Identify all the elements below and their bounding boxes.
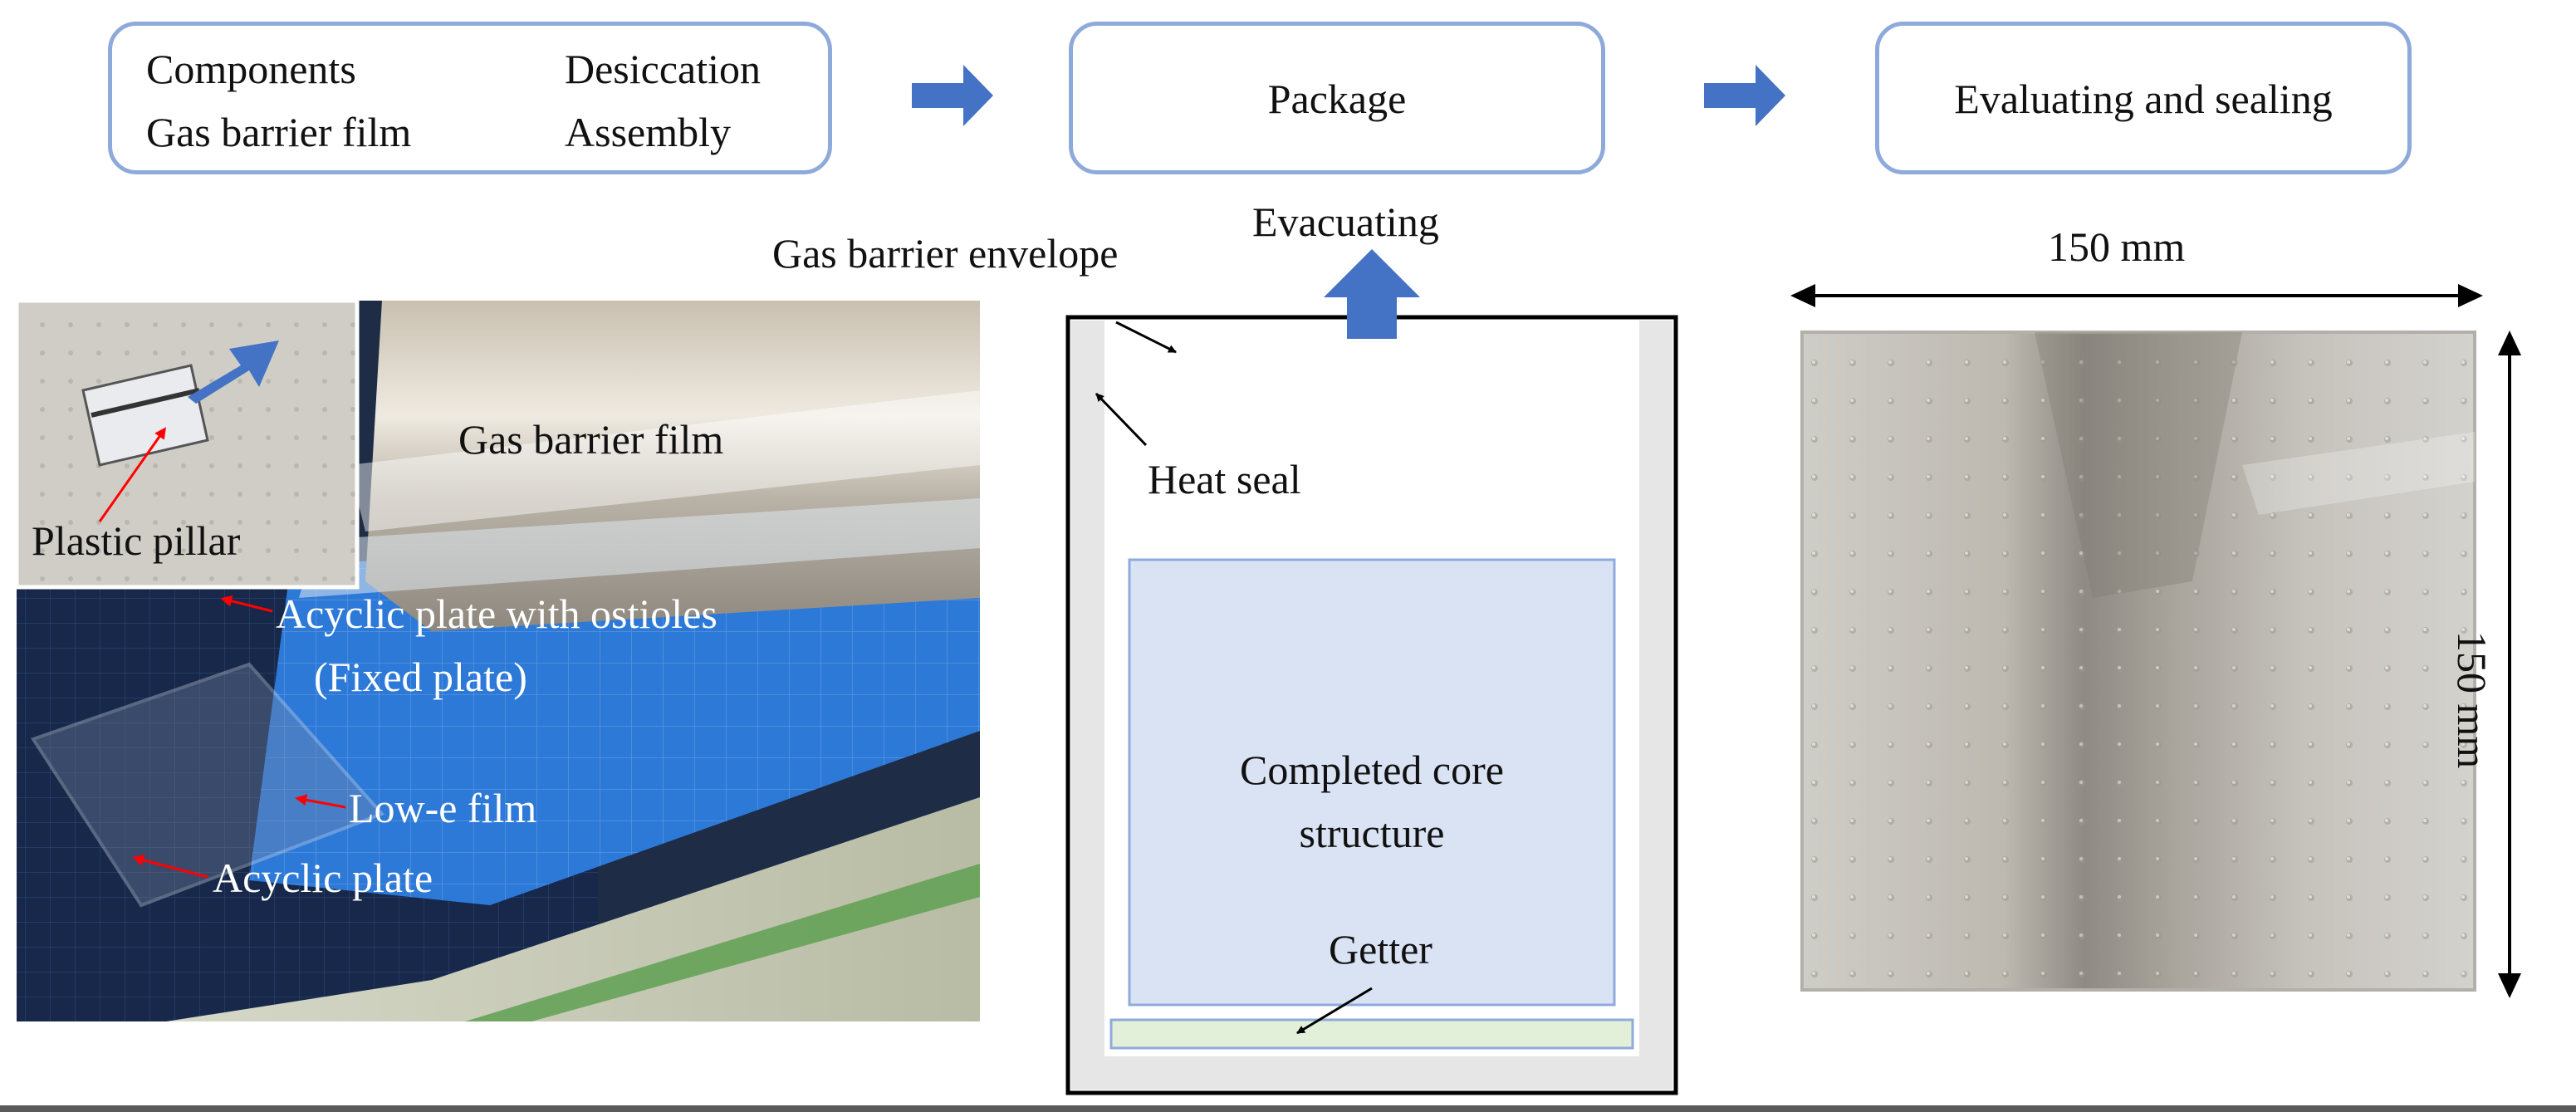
label-acyclic-plate-ostioles: Acyclic plate with ostioles bbox=[276, 590, 717, 637]
heat-seal-bottom bbox=[1071, 1056, 1672, 1090]
bottom-rule bbox=[0, 1105, 2576, 1112]
label-width-dimension: 150 mm bbox=[2048, 223, 2186, 270]
label-core-line1: Completed core bbox=[1240, 747, 1504, 793]
leader-heat-seal bbox=[1095, 392, 1148, 447]
dimension-width-arrowhead-left bbox=[1790, 284, 1815, 307]
step-box-package bbox=[1069, 22, 1605, 174]
label-fixed-plate: (Fixed plate) bbox=[314, 654, 527, 700]
label-height-dimension: 150 mm bbox=[2449, 631, 2495, 769]
flow-arrow-2 bbox=[1704, 65, 1785, 126]
label-getter: Getter bbox=[1329, 926, 1432, 972]
getter bbox=[1109, 1018, 1634, 1050]
leader-getter bbox=[1296, 987, 1373, 1035]
evacuating-arrow bbox=[1324, 249, 1420, 339]
dimension-height-arrowhead-top bbox=[2498, 331, 2521, 355]
leader-plastic-pillar bbox=[98, 427, 167, 522]
label-core-line2: structure bbox=[1299, 810, 1445, 856]
label-gas-barrier-film: Gas barrier film bbox=[458, 416, 724, 463]
package-diagram bbox=[1065, 249, 1678, 1095]
label-acyclic-plate: Acyclic plate bbox=[213, 855, 433, 901]
label-plastic-pillar: Plastic pillar bbox=[32, 517, 241, 564]
dimension-width-arrowhead-right bbox=[2458, 284, 2483, 307]
label-evacuating: Evacuating bbox=[1252, 198, 1439, 245]
step-components-text-4: Assembly bbox=[565, 109, 731, 155]
label-heat-seal: Heat seal bbox=[1148, 456, 1301, 502]
step-box-evaluating bbox=[1875, 22, 2412, 174]
label-gas-barrier-envelope: Gas barrier envelope bbox=[772, 230, 1119, 277]
leader-acyclic-plate bbox=[132, 855, 208, 879]
flow-arrow-1 bbox=[912, 65, 993, 126]
label-low-e-film: Low-e film bbox=[349, 785, 537, 831]
leader-low-e-film bbox=[295, 794, 346, 809]
sample-panel-photo bbox=[1800, 331, 2476, 992]
heat-seal-right bbox=[1639, 321, 1672, 1090]
leader-acyclic-plate-ostioles bbox=[220, 595, 273, 613]
components-photo bbox=[17, 301, 980, 1021]
dimension-height-arrowhead-bottom bbox=[2498, 973, 2521, 998]
step-components-text-2: Gas barrier film bbox=[146, 109, 412, 155]
heat-seal-left bbox=[1071, 321, 1104, 1090]
core-structure bbox=[1128, 558, 1616, 1007]
step-evaluating-text: Evaluating and sealing bbox=[1954, 76, 2333, 122]
step-components-text-1: Components bbox=[146, 46, 356, 92]
leader-gas-barrier-envelope bbox=[1115, 321, 1177, 354]
step-box-components bbox=[108, 22, 832, 174]
step-components-text-3: Desiccation bbox=[565, 46, 762, 92]
step-package-text: Package bbox=[1267, 76, 1407, 122]
